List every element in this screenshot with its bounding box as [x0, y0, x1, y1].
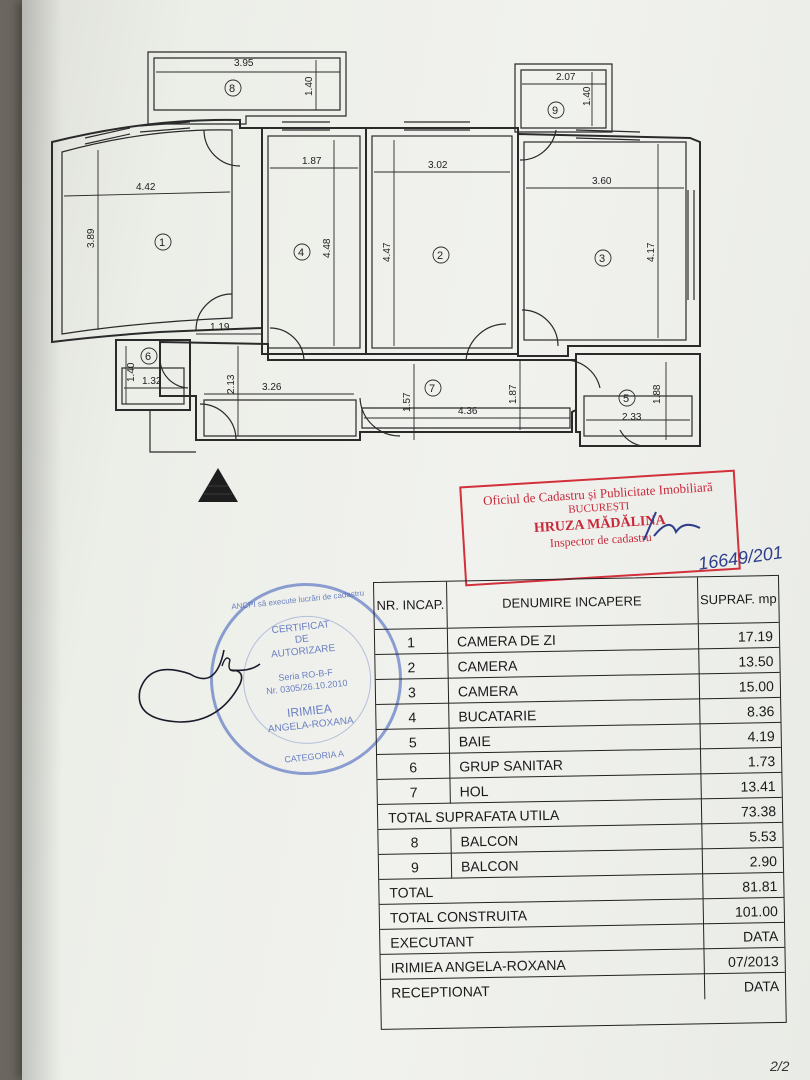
data-label: DATA [743, 977, 780, 995]
room-3-number: 3 [599, 253, 605, 265]
room-nr: 4 [376, 703, 450, 730]
header-nr: NR. INCAP. [374, 581, 448, 629]
balcony-9-inner [520, 69, 607, 129]
dim-room5-height: 1.88 [652, 384, 663, 404]
room-nr: 8 [378, 828, 452, 855]
room-nr: 6 [377, 753, 451, 780]
room-6-outline [115, 339, 191, 411]
room-area: 13.50 [738, 652, 774, 670]
room-nr: 9 [378, 853, 453, 880]
room-7-number: 7 [429, 383, 435, 395]
north-triangle-icon [198, 468, 238, 502]
door-arc-3 [269, 327, 305, 361]
room-nr: 1 [374, 628, 449, 655]
door-arc-2 [195, 293, 233, 331]
room-5-number: 5 [623, 393, 629, 405]
ocpi-signature [643, 511, 701, 541]
room-2-number: 2 [437, 250, 443, 262]
paper-shadow [22, 0, 62, 1080]
room-1-windows [84, 121, 191, 145]
door-arc-5 [521, 309, 559, 347]
room-8-number: 8 [229, 83, 235, 95]
document-page [22, 0, 810, 1080]
door-arc-9 [199, 403, 237, 441]
room-nr: 3 [375, 678, 450, 705]
room-3-inner [523, 141, 687, 341]
dim-room6-width: 1.32 [142, 376, 162, 387]
dim-room5-width: 2.33 [622, 412, 642, 423]
dim-room4-width: 1.87 [302, 156, 322, 167]
hall-7-inner-b [361, 407, 571, 429]
dim-balcony8-depth: 1.40 [304, 76, 315, 96]
room-9-number: 9 [552, 105, 558, 117]
dim-room3-width: 3.60 [592, 176, 612, 187]
total-constructed-value: 101.00 [734, 902, 778, 920]
header-area: SUPRAF. mp [699, 590, 777, 608]
rooms-table: NR. INCAP. DENUMIRE INCAPERE SUPRAF. mp … [373, 574, 787, 1030]
door-arc-8 [159, 359, 189, 389]
dim-balcony9-depth: 1.40 [582, 86, 593, 106]
balcony-8-inner [153, 57, 341, 111]
dim-room3-height: 4.17 [646, 242, 657, 262]
room-5-inner [583, 395, 693, 437]
room-area: 1.73 [747, 752, 776, 769]
hall-7-inner-a [203, 399, 357, 437]
room-6-inner [121, 367, 185, 405]
page-number: 2/2 [770, 1058, 790, 1074]
room-area: 15.00 [738, 677, 775, 695]
top-windows [282, 121, 641, 141]
header-name: DENUMIRE INCAPERE [446, 577, 699, 628]
door-arc-11 [619, 429, 651, 447]
dim-hall-4-36: 4.36 [458, 406, 478, 417]
room-area: 2.90 [749, 852, 778, 869]
room-1-outline [51, 118, 263, 344]
room-2-inner [371, 135, 513, 349]
dim-hall-3-26: 3.26 [262, 382, 282, 393]
dim-hall-1-19: 1.19 [210, 322, 230, 333]
door-arc-6 [565, 359, 601, 389]
executant-date: 07/2013 [727, 952, 779, 970]
room-4-number: 4 [298, 247, 304, 259]
room-area: 5.53 [749, 827, 777, 844]
door-arc-4 [465, 323, 507, 361]
total-value: 81.81 [742, 877, 778, 895]
room-3-outline [517, 132, 701, 357]
room-4-inner [267, 135, 361, 349]
room-area: 4.19 [747, 727, 775, 744]
dim-room1-width: 4.42 [136, 182, 156, 193]
table-header-row: NR. INCAP. DENUMIRE INCAPERE SUPRAF. mp [374, 576, 779, 629]
door-arc-1 [203, 129, 241, 167]
dim-room6-height: 1.40 [126, 362, 137, 382]
dim-room1-height: 3.89 [86, 228, 97, 248]
dim-room2-width: 3.02 [428, 160, 448, 171]
receptionat-label: RECEPTIONAT [380, 974, 706, 1005]
dim-hall-1-57: 1.57 [402, 392, 413, 412]
dim-balcony9-width: 2.07 [556, 72, 576, 83]
room-nr: 2 [375, 653, 449, 680]
dim-room4-height: 4.48 [322, 238, 333, 258]
total-util-value: 73.38 [740, 802, 777, 820]
dim-hall-1-87: 1.87 [508, 384, 519, 404]
hall-7-outline [159, 340, 577, 441]
room-nr: 7 [377, 778, 451, 805]
data-label: DATA [742, 927, 779, 945]
lower-left-wall [149, 410, 196, 453]
room-6-number: 6 [145, 351, 151, 363]
room-1-inner [61, 129, 233, 335]
room-nr: 5 [376, 728, 451, 755]
door-arc-7 [519, 129, 557, 161]
room-area: 8.36 [746, 702, 775, 719]
room-5-outline [575, 353, 701, 447]
dim-balcony8-width: 3.95 [234, 58, 254, 69]
balcony-9-outline [514, 63, 613, 133]
room-area: 13.41 [740, 777, 776, 795]
room-area: 17.19 [737, 627, 774, 645]
room-1-number: 1 [159, 237, 165, 249]
handwritten-signature [138, 649, 261, 723]
dim-room2-height: 4.47 [382, 242, 393, 262]
dim-hall-2-13: 2.13 [226, 374, 237, 394]
room-3-windows [687, 190, 695, 300]
door-arc-10 [359, 397, 401, 437]
